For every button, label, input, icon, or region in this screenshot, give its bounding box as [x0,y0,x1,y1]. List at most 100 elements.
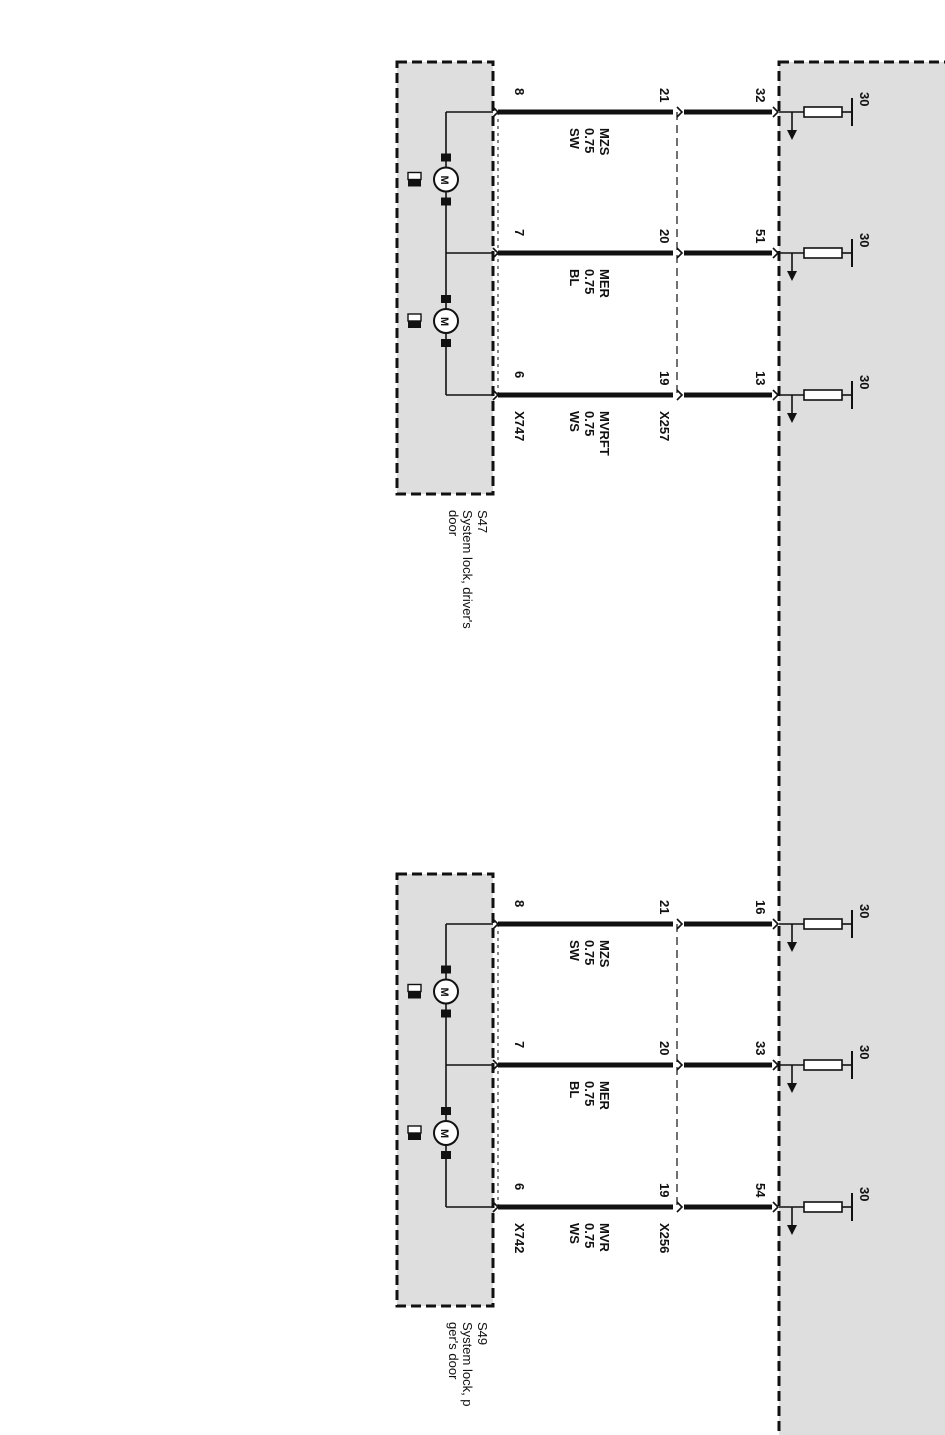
wire-color-label: WS [567,411,582,432]
control-unit-module [777,60,945,1435]
component-id-label: S49 [475,1322,490,1345]
lock-symbol-icon [407,1125,422,1134]
lock-symbol-icon [408,1133,421,1140]
inner-connector-label: X747 [512,411,527,441]
lock-symbol-icon [407,171,422,181]
motor-icon-glyph: M [438,988,450,997]
connector-pin-icon [492,1201,500,1213]
pin-label: 21 [657,88,672,102]
component-description: ger's door [446,1322,461,1380]
wire-gauge-label: 0.75 [582,1081,597,1106]
pin-label: 8 [512,88,527,95]
lock-symbol-icon [407,983,422,993]
ground-arrow-icon [787,1083,797,1093]
fuse-icon [803,389,843,401]
symbols-layer: M M M M [407,98,853,1235]
connector-pin-icon [676,1059,684,1071]
motor-icon-glyph: M [438,176,450,185]
pin-label: 8 [512,900,527,907]
connector-pin-icon [772,1201,780,1213]
ground-arrow-icon [787,1225,797,1235]
pin-label: 32 [753,88,768,102]
middle-connector-label: X257 [657,411,672,441]
motor-icon [433,166,459,193]
motor-icon [433,978,459,1005]
connector-pin-icon [676,247,684,259]
wire-function-label: MER [597,269,612,299]
terminal-label: 30 [857,904,872,918]
motor-terminal [441,197,451,206]
terminal-label: 30 [857,1045,872,1059]
component-description: door [446,510,461,537]
component-box [395,60,495,496]
lock-symbol-icon [408,991,421,999]
connector-pin-icon [772,918,780,930]
connector-pin-icon [492,918,500,930]
fuse-icon [803,247,843,259]
inner-connector-label: X742 [512,1223,527,1253]
motor-icon-glyph: M [438,1129,450,1138]
fuse-icon [803,1201,843,1213]
pin-label: 7 [512,1041,527,1048]
motor-icon-glyph: M [438,317,450,326]
terminal-label: 30 [857,1187,872,1201]
motor-terminal [441,1009,451,1018]
connector-pin-icon [676,1201,684,1213]
pin-label: 54 [753,1183,768,1198]
fuse-icon [803,1059,843,1071]
motor-terminal [441,339,451,347]
motor-icon [433,308,459,334]
wire-gauge-label: 0.75 [582,940,597,965]
lock-symbol-icon [408,179,421,187]
lock-symbol-icon [407,313,422,322]
wire-gauge-label: 0.75 [582,269,597,294]
wire-function-label: MER [597,1081,612,1111]
connector-pin-icon [492,1059,500,1071]
motor-terminal [441,1107,451,1115]
motor-terminal [441,295,451,303]
ground-arrow-icon [787,130,797,140]
ground-arrow-icon [787,413,797,423]
wire-function-label: MZS [597,940,612,968]
terminal-label: 30 [857,233,872,247]
terminal-label: 30 [857,375,872,389]
wire-color-label: SW [567,940,582,962]
connector-pin-icon [772,389,780,401]
wire-gauge-label: 0.75 [582,1223,597,1248]
wire-gauge-label: 0.75 [582,411,597,436]
connector-pin-icon [772,1059,780,1071]
motor-terminal [441,1151,451,1159]
wire-color-label: BL [567,269,582,286]
connector-pin-icon [676,389,684,401]
pin-label: 51 [753,229,768,243]
component-id-label: S47 [475,510,490,533]
wire-color-label: WS [567,1223,582,1244]
motor-terminal [441,965,451,974]
pin-label: 21 [657,900,672,914]
wire-color-label: SW [567,128,582,150]
pin-label: 20 [657,229,672,243]
wire-color-label: BL [567,1081,582,1098]
wire-function-label: MZS [597,128,612,156]
component-description: System lock, driver's [460,510,475,629]
component-box [395,872,495,1308]
wires-layer [445,109,852,1210]
connector-pin-icon [492,247,500,259]
pin-label: 19 [657,1183,672,1197]
pin-label: 13 [753,371,768,385]
wire-function-label: MVR [597,1223,612,1253]
middle-connector-label: X256 [657,1223,672,1253]
connector-pin-icon [492,106,500,118]
component-description: System lock, p [460,1322,475,1407]
motor-icon [433,1120,459,1146]
ground-arrow-icon [787,271,797,281]
connector-pin-icon [772,247,780,259]
motor-terminal [441,153,451,162]
pin-label: 20 [657,1041,672,1055]
pin-label: 6 [512,1183,527,1190]
wire-gauge-label: 0.75 [582,128,597,153]
connector-pin-icon [772,106,780,118]
connector-pin-icon [676,918,684,930]
